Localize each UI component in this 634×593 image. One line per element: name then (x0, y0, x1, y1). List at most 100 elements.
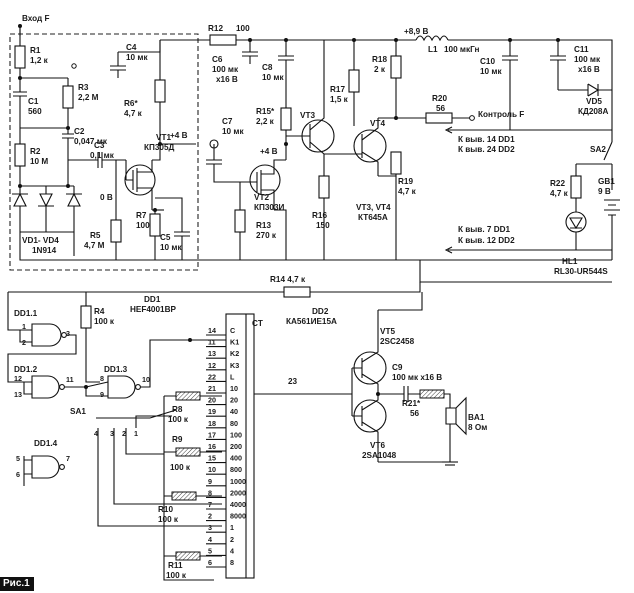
to-pin14-dd1-label: К выв. 14 DD1 (458, 135, 515, 144)
c11-value: 100 мк (574, 55, 601, 64)
ct-pin-number: 20 (208, 396, 216, 405)
r14-label: R14 4,7 к (270, 275, 306, 284)
sa1-label: SA1 (70, 407, 86, 416)
input-label: Вход F (22, 14, 50, 23)
r17-value: 1,5 к (330, 95, 349, 104)
r1-label: R1 (30, 46, 41, 55)
r19-label: R19 (398, 177, 413, 186)
vt4-transistor (353, 129, 387, 163)
r4-resistor (80, 305, 92, 329)
r18-resistor (390, 55, 402, 79)
to-pin24-dd2-label: К выв. 24 DD2 (458, 145, 515, 154)
c11-voltage: х16 В (578, 65, 600, 74)
dd1-label: DD1 (144, 295, 161, 304)
r8-resistor (175, 391, 201, 401)
dd2-counter-chip (225, 313, 255, 579)
diodes-label: VD1- VD4 (22, 236, 59, 245)
r17-label: R17 (330, 85, 345, 94)
r6-label: R6* (124, 99, 138, 108)
r13-label: R13 (256, 221, 271, 230)
vt3-label: VT3 (300, 111, 315, 120)
vt34-label: VT3, VT4 (356, 203, 391, 212)
ct-pin-number: 14 (208, 326, 216, 335)
r2-resistor (14, 143, 26, 167)
ct-pin-number: 18 (208, 419, 216, 428)
ct-input-label: 1 (230, 523, 234, 532)
r12-resistor (209, 34, 237, 46)
vt34-value: КТ645А (358, 213, 388, 222)
c10-label: C10 (480, 57, 495, 66)
ct-pin-number: 12 (208, 361, 216, 370)
vd5-label: VD5 (586, 97, 602, 106)
ct-input-label: 200 (230, 442, 242, 451)
r20-value: 56 (436, 104, 446, 113)
r11-label: R11 (168, 561, 183, 570)
ct-pin-number: 22 (208, 372, 216, 381)
ct-input-label: 20 (230, 396, 238, 405)
ct-pin-number: 19 (208, 407, 216, 416)
ct-input-label: 1000 (230, 477, 246, 486)
c5-label: C5 (160, 233, 171, 242)
ct-pin-number: 7 (208, 500, 212, 509)
dd11-label: DD1.1 (14, 309, 38, 318)
c7-value: 10 мк (222, 127, 244, 136)
r14-resistor (283, 286, 311, 298)
r11-value: 100 к (166, 571, 187, 580)
ct-input-label: 8000 (230, 512, 246, 521)
control-output-label: Контроль F (478, 110, 524, 119)
r16-resistor (318, 175, 330, 199)
c6-value: 100 мк (212, 65, 239, 74)
ct-input-label: 4 (230, 546, 234, 555)
vt2-value: КП303И (254, 203, 285, 212)
c5-value: 10 мк (160, 243, 182, 252)
zero-volt-label: 0 В (100, 193, 113, 202)
c3-label: C3 (94, 141, 105, 150)
dd11-pin1: 1 (22, 322, 26, 331)
ct-input-label: K1 (230, 338, 239, 347)
c2-label: C2 (74, 127, 85, 136)
r10-value: 100 к (158, 515, 179, 524)
supply-voltage-label: +8,9 В (404, 27, 428, 36)
r21-label: R21* (402, 399, 421, 408)
c11-label: C11 (574, 45, 589, 54)
r15-value: 2,2 к (256, 117, 275, 126)
dd13-pin10: 10 (142, 375, 150, 384)
vt1-value: КП305Д (144, 143, 175, 152)
r15-label: R15* (256, 107, 275, 116)
r2-label: R2 (30, 147, 41, 156)
r22-resistor (570, 175, 582, 199)
ct-label: CT (252, 319, 263, 328)
input-module-boundary (9, 33, 199, 271)
r6-resistor (154, 79, 166, 103)
r3-label: R3 (78, 83, 89, 92)
r3-resistor (62, 85, 74, 109)
c9-label: C9 (392, 363, 403, 372)
ct-pin-number: 11 (208, 338, 216, 347)
r9-resistor (175, 447, 201, 457)
figure-label: Рис.1 (0, 577, 34, 591)
ct-input-label: K3 (230, 361, 239, 370)
sa1-pin1: 1 (134, 429, 138, 438)
ct-pin-number: 2 (208, 512, 212, 521)
ct-input-label: 40 (230, 407, 238, 416)
vt2-label: VT2 (254, 193, 269, 202)
pin23-label: 23 (288, 377, 298, 386)
vt1-label: VT1 (156, 133, 171, 142)
hl1-value: RL30-UR544S (554, 267, 608, 276)
r10-resistor (171, 491, 197, 501)
r9-label: R9 (172, 435, 183, 444)
ct-pin-number: 10 (208, 465, 216, 474)
dd14-pin5: 5 (16, 454, 20, 463)
r12-value: 100 (236, 24, 250, 33)
vt6-value: 2SA1048 (362, 451, 397, 460)
sa2-label: SA2 (590, 145, 606, 154)
diodes-value: 1N914 (32, 246, 57, 255)
vt2-transistor (249, 164, 281, 196)
ct-input-label: 2000 (230, 488, 246, 497)
ct-pin-number: 16 (208, 442, 216, 451)
ct-input-label: 800 (230, 465, 242, 474)
ct-pin-number: 17 (208, 430, 216, 439)
ct-pin-number: 5 (208, 546, 212, 555)
vt6-label: VT6 (370, 441, 385, 450)
